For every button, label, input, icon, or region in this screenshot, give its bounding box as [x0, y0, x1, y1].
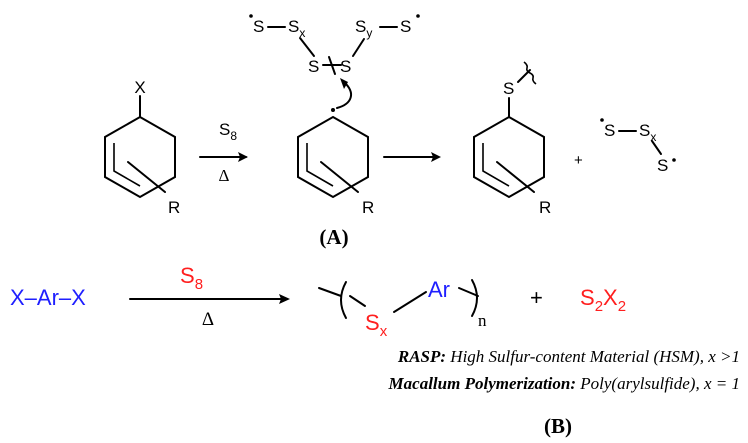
- reagent-s8: S8: [180, 263, 203, 293]
- reagent-s8: S8: [219, 120, 237, 143]
- scheme-a: X R S8 Δ R S Sx S S: [104, 14, 676, 249]
- curved-arrowhead: [340, 78, 348, 89]
- r-bond: [496, 161, 535, 193]
- panel-label-b: (B): [544, 414, 572, 438]
- s-ar-bond: [393, 291, 427, 313]
- radical-dot: [416, 14, 420, 18]
- repeat-bracket-right: [471, 279, 478, 317]
- benzene-ring: [104, 115, 176, 199]
- chain-end-bond: [318, 287, 342, 297]
- sulfur-atom: S: [657, 156, 668, 175]
- radical-dot: [331, 108, 335, 112]
- chain-continuation-squiggle: [523, 61, 537, 85]
- aromatic-inner-bonds: [306, 143, 334, 187]
- aryl-group: Ar: [428, 277, 450, 302]
- arrowhead: [238, 152, 248, 162]
- r-bond: [127, 161, 166, 193]
- substituent-r: R: [168, 198, 180, 217]
- sulfur-sx: Sx: [288, 17, 305, 40]
- heat-symbol: Δ: [219, 166, 230, 185]
- polymer-repeat-unit: Sx Ar n: [318, 277, 487, 340]
- repeat-bracket-left: [340, 281, 347, 319]
- bond-cleavage-mark: [328, 56, 336, 75]
- radical-dot: [672, 158, 676, 162]
- aryl-sulfide-structure: S R: [473, 61, 551, 217]
- sulfur-sy: Sy: [355, 17, 372, 40]
- heat-symbol: Δ: [202, 309, 214, 330]
- benzene-ring: [297, 115, 369, 199]
- sulfur-atom: S: [253, 17, 264, 36]
- repeat-count-n: n: [478, 311, 487, 330]
- r-bond: [320, 161, 359, 193]
- arrow-1: S8 Δ: [199, 120, 248, 185]
- sulfur-atom: S: [503, 79, 514, 98]
- arrow-3: S8 Δ: [129, 263, 290, 330]
- plus-sign: +: [530, 285, 543, 310]
- substituent-x: X: [134, 78, 145, 97]
- radical-dot: [249, 14, 253, 18]
- note-rasp: RASP: High Sulfur-content Material (HSM)…: [397, 347, 740, 366]
- aryl-radical-structure: R: [297, 108, 374, 217]
- s-s-bond: [352, 38, 365, 57]
- sulfur-atom: S: [308, 57, 319, 76]
- radical-dot: [600, 118, 604, 122]
- sulfur-atom: S: [604, 121, 615, 140]
- sulfur-radical-fragment: S Sx S: [600, 118, 676, 175]
- substituent-r: R: [362, 198, 374, 217]
- substituent-r: R: [539, 198, 551, 217]
- scheme-b: X–Ar–X S8 Δ Sx Ar n + S2X2 RASP: High Su…: [10, 263, 740, 438]
- byproduct-s2x2: S2X2: [580, 285, 626, 315]
- aryl-halide-structure: X R: [104, 78, 180, 217]
- note-macallum: Macallum Polymerization: Poly(arylsulfid…: [388, 374, 740, 393]
- curved-electron-arrow: [336, 78, 353, 109]
- s-bond: [349, 295, 366, 307]
- panel-label-a: (A): [319, 225, 348, 249]
- curved-arrow-path: [336, 81, 353, 109]
- dihaloarene-monomer: X–Ar–X: [10, 285, 86, 310]
- sulfur-atom: S: [400, 17, 411, 36]
- benzene-ring: [473, 115, 545, 199]
- sulfur-atom: S: [340, 57, 351, 76]
- plus-sign: +: [574, 152, 583, 169]
- arrow-2: [383, 152, 441, 162]
- aromatic-inner-bonds: [113, 143, 141, 187]
- s-s-bond: [299, 37, 315, 57]
- ar-end-bond: [458, 287, 479, 297]
- polysulfide-chain: S Sx S S Sy S: [249, 14, 420, 76]
- s-s-bond: [651, 140, 662, 155]
- aromatic-inner-bonds: [482, 143, 510, 187]
- sulfur-sx: Sx: [639, 121, 656, 144]
- arrowhead: [431, 152, 441, 162]
- sulfur-sx: Sx: [365, 310, 388, 340]
- arrowhead: [279, 294, 290, 304]
